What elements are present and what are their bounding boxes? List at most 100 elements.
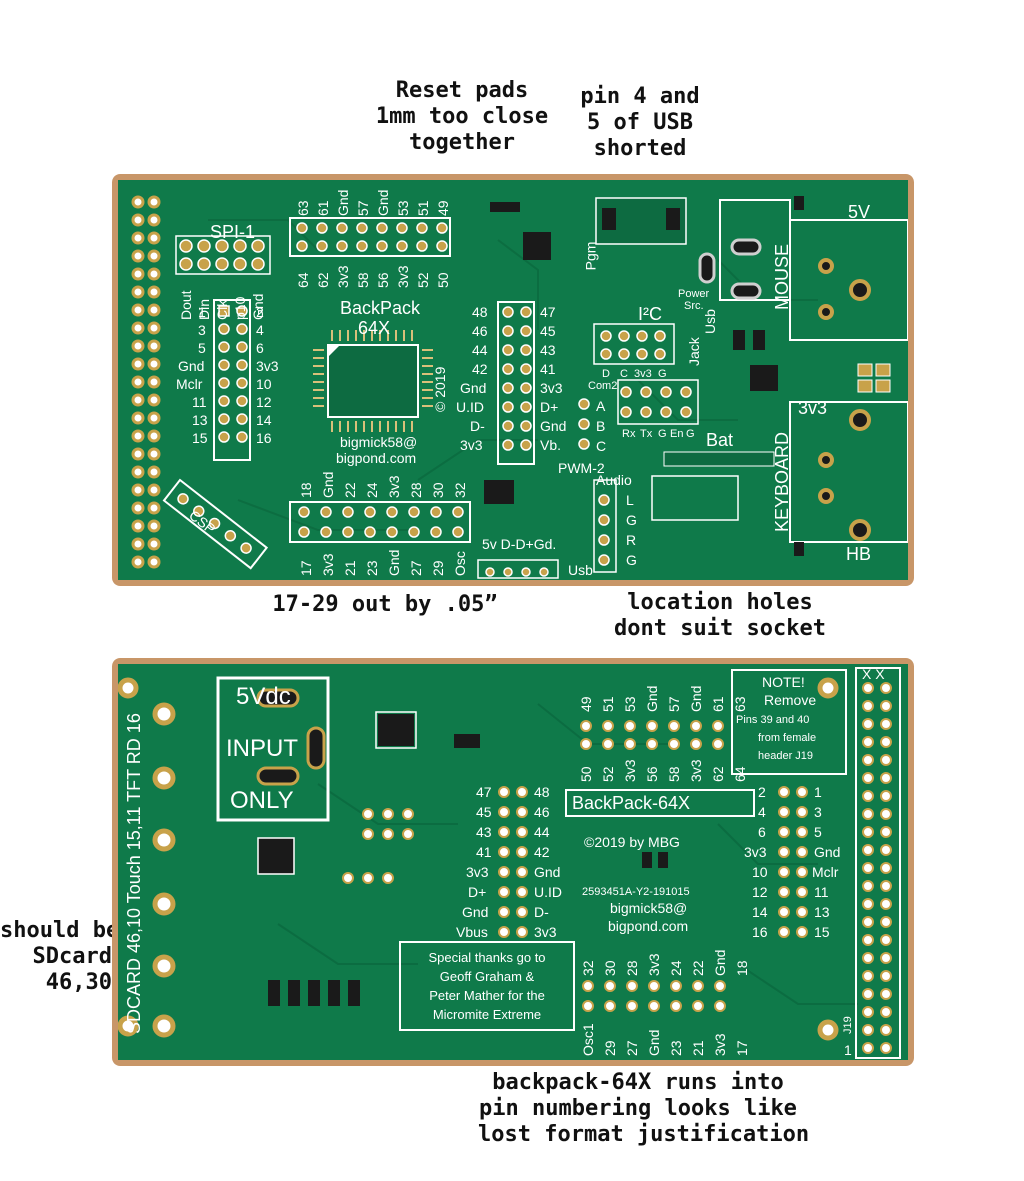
bb-bot-18: 18	[734, 960, 750, 976]
left-pin-11: 11	[192, 394, 207, 410]
com2-label: Com2	[588, 380, 618, 392]
pcb-bottom-artwork	[118, 664, 908, 1060]
jack-label: Jack	[686, 337, 702, 366]
com-g: G	[658, 428, 667, 440]
bb-top-63: 63	[732, 696, 748, 712]
bb-right-3: 3	[814, 804, 822, 820]
pwm-label: PWM-2	[558, 460, 605, 476]
mid-pin-45: 45	[540, 323, 556, 339]
bb-mid-dminus: D-	[534, 904, 549, 920]
board-title: BackPack	[340, 298, 421, 318]
mid-pin-3v3r: 3v3	[540, 380, 563, 396]
bb-top-57: 57	[666, 696, 682, 712]
bat-label: Bat	[706, 430, 734, 450]
bb-top-3v3b: 3v3	[688, 759, 704, 782]
bot-pin-28: 28	[408, 482, 424, 498]
bot-pin-32: 32	[452, 482, 468, 498]
bb-right-10: 10	[752, 864, 768, 880]
bb-right-15: 15	[814, 924, 830, 940]
spi-label: SPI-1	[210, 222, 256, 242]
bb-bot-osc1: Osc1	[580, 1023, 596, 1056]
bot-pin-17: 17	[298, 560, 314, 576]
top-pin-58: 58	[355, 272, 371, 288]
top-pin-3v3a: 3v3	[335, 265, 351, 288]
top-pin-57: 57	[355, 200, 371, 216]
bb-bot-3v3: 3v3	[646, 953, 662, 976]
bb-top-61: 61	[710, 696, 726, 712]
bb-bot-gndb: Gnd	[646, 1029, 662, 1056]
board-email-1: bigmick58@	[340, 434, 418, 450]
bb-top-49: 49	[578, 696, 594, 712]
com-en: En	[670, 428, 684, 440]
bot-pin-22: 22	[342, 482, 358, 498]
audio-g1: G	[626, 512, 637, 528]
i2c-pin-3v3: 3v3	[634, 368, 652, 380]
bot-pin-osc: Osc	[452, 551, 468, 576]
bb-bot-24: 24	[668, 960, 684, 976]
top-pin-62: 62	[315, 272, 331, 288]
bot-pin-29: 29	[430, 560, 446, 576]
right-pin-12: 12	[256, 394, 272, 410]
note-line-5: header J19	[758, 750, 814, 762]
bb-email-2: bigpond.com	[608, 918, 689, 934]
annotation-reset-pads: Reset pads 1mm too close together	[375, 78, 549, 155]
j19-label: J19	[842, 1016, 854, 1034]
pwm-a: A	[596, 398, 606, 414]
mid-pin-3v3: 3v3	[460, 437, 483, 453]
com-tx: Tx	[640, 428, 653, 440]
bb-mid-44: 44	[534, 824, 550, 840]
i2c-pin-g: G	[658, 368, 667, 380]
bb-mid-41: 41	[476, 844, 492, 860]
note-line-1: NOTE!	[762, 674, 805, 690]
left-pin-3: 3	[198, 322, 206, 338]
bb-bot-29: 29	[602, 1040, 618, 1056]
mid-pin-gndr: Gnd	[540, 418, 567, 434]
note-line-2: Remove	[764, 692, 817, 708]
bb-right-mclr: Mclr	[812, 864, 839, 880]
side-label: SDCARD 46,10 Touch 15,11 TFT RD 16	[124, 713, 144, 1034]
i2c-pin-d: D	[602, 368, 610, 380]
top-pin-64: 64	[295, 272, 311, 288]
mid-pin-dplus: D+	[540, 399, 559, 415]
bb-top-62: 62	[710, 766, 726, 782]
bb-right-11: 11	[814, 884, 829, 900]
right-pin-6: 6	[256, 340, 264, 356]
note-line-4: from female	[758, 732, 817, 744]
pgm-label: Pgm	[582, 241, 599, 271]
bot-pin-3v3b: 3v3	[320, 553, 336, 576]
bb-mid-gnd: Gnd	[462, 904, 489, 920]
annotation-location-holes: location holes dont suit socket	[614, 590, 826, 641]
bb-mid-uid: U.ID	[534, 884, 562, 900]
bot-pin-27: 27	[408, 560, 424, 576]
i2c-pin-c: C	[620, 368, 628, 380]
j19-pin-one: 1	[844, 1042, 852, 1058]
bb-right-5: 5	[814, 824, 822, 840]
right-pin-16: 16	[256, 430, 272, 446]
bb-bot-23: 23	[668, 1040, 684, 1056]
mid-pin-uid: U.ID	[456, 399, 484, 415]
note-line-3: Pins 39 and 40	[736, 714, 810, 726]
bot-pin-gndb: Gnd	[386, 549, 402, 576]
bb-right-4: 4	[758, 804, 766, 820]
bb-mid-gndr: Gnd	[534, 864, 561, 880]
bot-pin-30: 30	[430, 482, 446, 498]
bb-mid-vbus: Vbus	[456, 924, 488, 940]
top-pin-50: 50	[435, 272, 451, 288]
power-label-1: Power	[678, 288, 710, 300]
bb-mid-3v3r: 3v3	[534, 924, 557, 940]
annotation-pins-offset: 17-29 out by .05”	[272, 592, 498, 617]
right-pin-4: 4	[256, 322, 264, 338]
mid-pin-41: 41	[540, 361, 556, 377]
bb-email-1: bigmick58@	[610, 900, 688, 916]
bb-top-53: 53	[622, 696, 638, 712]
bb-bot-17: 17	[734, 1040, 750, 1056]
bb-serial: 2593451A-Y2-191015	[582, 886, 690, 898]
bot-pin-23: 23	[364, 560, 380, 576]
bb-mid-48: 48	[534, 784, 550, 800]
bb-bot-gnd: Gnd	[712, 949, 728, 976]
keyboard-label: KEYBOARD	[772, 431, 792, 532]
mid-pin-gnd: Gnd	[460, 380, 487, 396]
mid-pin-48: 48	[472, 304, 488, 320]
right-pin-3v3: 3v3	[256, 358, 279, 374]
bb-bot-27: 27	[624, 1040, 640, 1056]
